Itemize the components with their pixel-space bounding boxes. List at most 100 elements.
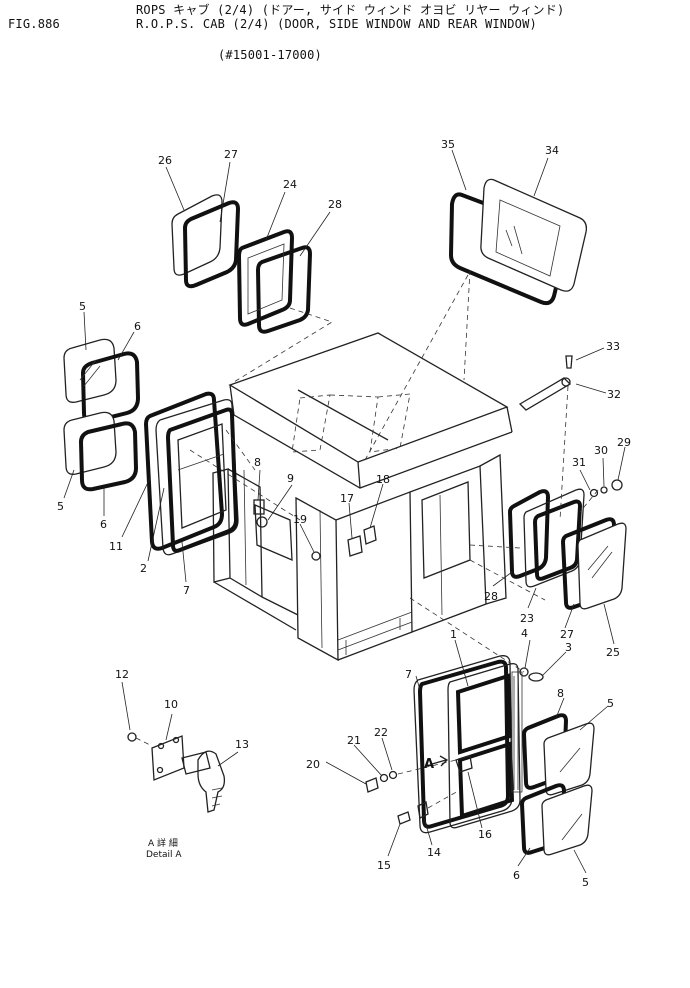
callout-2: 2 [140,562,147,575]
part-17 [347,535,363,557]
arrow-a [431,755,449,767]
callout-24: 24 [283,178,297,191]
callout-29: 29 [617,436,631,449]
washer-22 [388,770,398,780]
glass-5-right-upper [543,722,595,796]
callout-6: 6 [100,518,107,531]
title-japanese: ROPS キャブ (2/4) (ドアー, サイド ウィンド オヨビ リヤー ウィ… [136,3,565,17]
callout-22: 22 [374,726,388,739]
title-english: R.O.P.S. CAB (2/4) (DOOR, SIDE WINDOW AN… [136,17,537,31]
callout-5: 5 [607,697,614,710]
glass-5-right-lower [541,784,593,856]
callout-27: 27 [224,148,238,161]
callout-14: 14 [427,846,441,859]
part-4 [519,667,529,677]
callout-32: 32 [607,388,621,401]
callout-8: 8 [557,687,564,700]
detail-caption-jp: A 詳 細 [148,837,178,849]
arrow-a-label: A [424,757,434,772]
glass-5-lower [63,411,117,475]
callout-31: 31 [572,456,586,469]
callout-25: 25 [606,646,620,659]
upper-left-window-group [171,194,333,383]
callout-7: 7 [405,668,412,681]
callout-27: 27 [560,628,574,641]
part-16 [455,755,473,773]
left-door-glasses [63,338,141,492]
callout-33: 33 [606,340,620,353]
callout-34: 34 [545,144,559,157]
part-18 [363,525,377,545]
callout-18: 18 [376,473,390,486]
detail-a-caption: A 詳 細 Detail A [146,837,182,860]
plate-10 [151,735,185,781]
callout-7: 7 [183,584,190,597]
glass-26 [171,194,223,276]
callout-17: 17 [340,492,354,505]
callout-numbers: 26 27 24 28 35 34 5 6 5 6 11 2 7 8 9 19 … [57,138,631,889]
right-side-window-group [469,355,627,610]
seal-27 [182,200,241,289]
seal-28-right [507,489,551,579]
part-19 [311,551,321,561]
callout-15: 15 [377,859,391,872]
callout-4: 4 [521,627,528,640]
seal-6-lower [78,421,139,492]
part-31 [589,488,599,498]
callout-23: 23 [520,612,534,625]
figure-number: FIG.886 [8,17,60,31]
callout-12: 12 [115,668,129,681]
detail-caption-en: Detail A [146,850,182,860]
door-seal-7 [165,407,239,553]
callout-6: 6 [134,320,141,333]
callout-19: 19 [293,513,307,526]
door-seal-11 [143,391,225,551]
serial-range: (#15001-17000) [218,48,322,62]
callout-20: 20 [306,758,320,771]
callout-10: 10 [164,698,178,711]
part-14 [417,801,429,819]
bolt-20 [365,777,379,793]
door-frame-1 [447,662,521,829]
callout-28: 28 [328,198,342,211]
seal-6-upper [80,351,141,424]
part-9 [256,516,268,528]
callout-8: 8 [254,456,261,469]
detail-a-group [127,732,226,813]
glass-34 [480,178,588,292]
cab-body [212,332,546,662]
glass-25 [577,522,627,610]
bolt-15 [397,811,411,825]
callout-5: 5 [582,876,589,889]
callout-28: 28 [484,590,498,603]
part-3 [528,672,544,682]
leader-lines [63,149,626,874]
left-door-frame [143,391,301,556]
right-door-group [365,597,595,856]
frame-23 [523,488,585,588]
callout-35: 35 [441,138,455,151]
callout-30: 30 [594,444,608,457]
door-frame-2 [155,398,239,556]
lock-13 [197,750,226,813]
part-29 [611,479,623,491]
part-8 [253,499,265,515]
center-small-parts [253,499,377,561]
callout-5: 5 [57,500,64,513]
callout-11: 11 [109,540,123,553]
callout-13: 13 [235,738,249,751]
part-30 [600,486,608,494]
bolt-33 [565,355,573,369]
rear-window-group [364,178,588,461]
seal-28 [255,245,313,334]
washer-21 [379,773,389,783]
callout-9: 9 [287,472,294,485]
callout-26: 26 [158,154,172,167]
callout-21: 21 [347,734,361,747]
bolt-12 [127,732,137,742]
callout-16: 16 [478,828,492,841]
callout-1: 1 [450,628,457,641]
callout-5: 5 [79,300,86,313]
callout-3: 3 [565,641,572,654]
